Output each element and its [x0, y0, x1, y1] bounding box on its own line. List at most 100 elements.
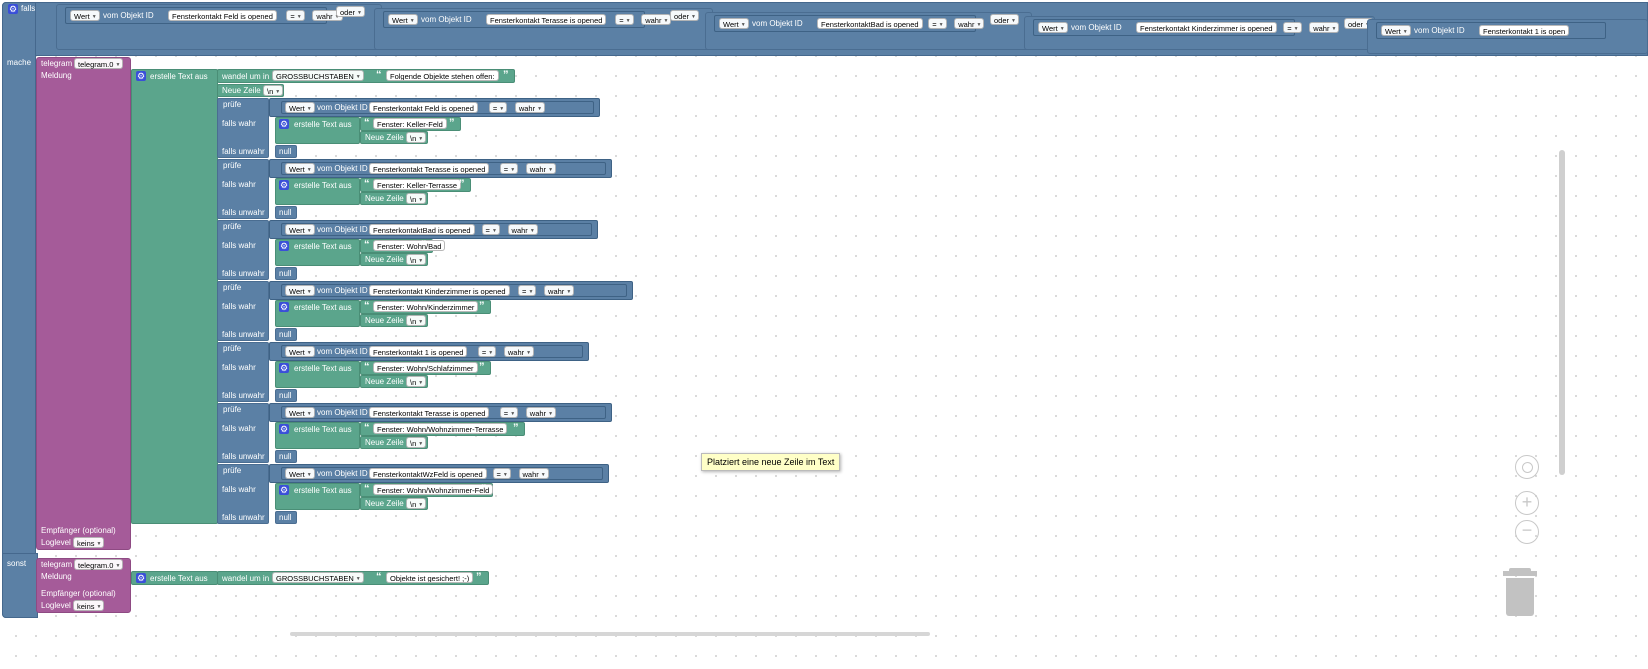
loglevel-dropdown[interactable]: keins▼: [73, 600, 105, 611]
null-block[interactable]: [275, 328, 297, 341]
newline-dropdown[interactable]: \n▼: [406, 193, 427, 204]
newline-dropdown[interactable]: \n▼: [406, 254, 427, 265]
operator-dropdown[interactable]: =▼: [499, 407, 519, 418]
text-field[interactable]: Folgende Objekte stehen offen:: [386, 70, 499, 81]
object-id-field[interactable]: Fensterkontakt Kinderzimmer is opened: [1136, 22, 1277, 33]
center-target-icon[interactable]: [1515, 455, 1539, 479]
bool-dropdown[interactable]: wahr▼: [507, 224, 538, 235]
object-id-field[interactable]: Fensterkontakt Terasse is opened: [369, 407, 490, 418]
bool-dropdown[interactable]: wahr▼: [525, 407, 557, 418]
value-dropdown[interactable]: Wert▼: [285, 285, 315, 296]
ternary-block[interactable]: [217, 342, 269, 402]
text-field[interactable]: Fenster: Wohn/Wohnzimmer-Terrasse: [373, 423, 508, 434]
text-field[interactable]: Fenster: Wohn/Kinderzimmer: [373, 301, 479, 312]
value-dropdown[interactable]: Wert▼: [285, 163, 315, 174]
vertical-scrollbar[interactable]: [1559, 150, 1565, 475]
gear-icon[interactable]: ⚙: [136, 573, 146, 583]
object-id-field[interactable]: FensterkontaktBad is opened: [369, 224, 475, 235]
value-dropdown[interactable]: Wert▼: [388, 14, 418, 25]
null-block[interactable]: [275, 145, 297, 158]
text-field[interactable]: Fenster: Wohn/Wohnzimmer-Feld: [373, 484, 494, 495]
text-join-block[interactable]: [275, 178, 360, 205]
object-id-field[interactable]: FensterkontaktWzFeld is opened: [369, 468, 487, 479]
operator-dropdown[interactable]: =▼: [1283, 22, 1302, 33]
gear-icon[interactable]: ⚙: [279, 424, 289, 434]
or-dropdown[interactable]: oder▼: [990, 14, 1019, 25]
object-id-field[interactable]: Fensterkontakt Feld is opened: [168, 10, 277, 21]
bool-dropdown[interactable]: wahr▼: [641, 14, 672, 25]
operator-dropdown[interactable]: =▼: [286, 10, 305, 21]
object-id-field[interactable]: Fensterkontakt Terasse is opened: [369, 163, 490, 174]
ternary-block[interactable]: [217, 159, 269, 219]
operator-dropdown[interactable]: =▼: [615, 14, 634, 25]
text-join-block[interactable]: [275, 300, 360, 327]
case-dropdown[interactable]: GROSSBUCHSTABEN▼: [272, 70, 364, 81]
operator-dropdown[interactable]: =▼: [477, 346, 497, 357]
text-join-block[interactable]: [275, 422, 360, 449]
value-dropdown[interactable]: Wert▼: [285, 224, 315, 235]
value-dropdown[interactable]: Wert▼: [285, 468, 315, 479]
gear-icon[interactable]: ⚙: [279, 363, 289, 373]
ternary-block[interactable]: [217, 220, 269, 280]
operator-dropdown[interactable]: =▼: [518, 285, 537, 296]
ternary-block[interactable]: [217, 98, 269, 158]
horizontal-scrollbar[interactable]: [290, 632, 930, 636]
value-dropdown[interactable]: Wert▼: [285, 346, 315, 357]
case-dropdown[interactable]: GROSSBUCHSTABEN▼: [272, 572, 364, 583]
newline-dropdown[interactable]: \n▼: [406, 376, 427, 387]
null-block[interactable]: [275, 206, 297, 219]
object-id-field[interactable]: Fensterkontakt 1 is opened: [369, 346, 468, 357]
object-id-field[interactable]: Fensterkontakt Terasse is opened: [486, 14, 607, 25]
object-id-field[interactable]: Fensterkontakt Kinderzimmer is opened: [369, 285, 510, 296]
operator-dropdown[interactable]: =▼: [928, 18, 947, 29]
text-field[interactable]: Fenster: Wohn/Bad: [373, 240, 446, 251]
value-dropdown[interactable]: Wert▼: [719, 18, 749, 29]
gear-icon[interactable]: ⚙: [279, 302, 289, 312]
object-id-field[interactable]: FensterkontaktBad is opened: [817, 18, 923, 29]
telegram-instance-dropdown[interactable]: telegram.0▼: [74, 559, 124, 570]
gear-icon[interactable]: ⚙: [279, 180, 289, 190]
text-join-block[interactable]: [275, 483, 360, 510]
gear-icon[interactable]: ⚙: [279, 119, 289, 129]
zoom-out-icon[interactable]: −: [1515, 520, 1539, 544]
null-block[interactable]: [275, 267, 297, 280]
bool-dropdown[interactable]: wahr▼: [503, 346, 535, 357]
text-join-block[interactable]: [275, 117, 360, 144]
operator-dropdown[interactable]: =▼: [488, 102, 508, 113]
gear-icon[interactable]: ⚙: [279, 241, 289, 251]
gear-icon[interactable]: ⚙: [8, 4, 18, 14]
operator-dropdown[interactable]: =▼: [492, 468, 511, 479]
gear-icon[interactable]: ⚙: [136, 71, 146, 81]
null-block[interactable]: [275, 511, 297, 524]
telegram-instance-dropdown[interactable]: telegram.0▼: [74, 58, 124, 69]
value-dropdown[interactable]: Wert▼: [285, 102, 315, 113]
value-dropdown[interactable]: Wert▼: [285, 407, 315, 418]
telegram-body[interactable]: [36, 57, 131, 550]
text-join-block[interactable]: [275, 361, 360, 388]
newline-dropdown[interactable]: \n▼: [263, 85, 284, 96]
value-dropdown[interactable]: Wert▼: [70, 10, 100, 21]
newline-dropdown[interactable]: \n▼: [406, 315, 427, 326]
bool-dropdown[interactable]: wahr▼: [525, 163, 557, 174]
text-field[interactable]: Objekte ist gesichert! ;-): [386, 572, 474, 583]
or-dropdown[interactable]: oder▼: [336, 6, 365, 17]
value-dropdown[interactable]: Wert▼: [1381, 25, 1411, 36]
text-field[interactable]: Fenster: Wohn/Schlafzimmer: [373, 362, 478, 373]
text-field[interactable]: Fenster: Keller-Feld: [373, 118, 447, 129]
null-block[interactable]: [275, 389, 297, 402]
null-block[interactable]: [275, 450, 297, 463]
object-id-field[interactable]: Fensterkontakt 1 is open: [1479, 25, 1570, 36]
ternary-block[interactable]: [217, 464, 269, 524]
ternary-block[interactable]: [217, 403, 269, 463]
text-join-block[interactable]: [275, 239, 360, 266]
operator-dropdown[interactable]: =▼: [499, 163, 519, 174]
trash-icon[interactable]: [1503, 568, 1537, 616]
newline-dropdown[interactable]: \n▼: [406, 132, 427, 143]
bool-dropdown[interactable]: wahr▼: [518, 468, 549, 479]
value-dropdown[interactable]: Wert▼: [1038, 22, 1068, 33]
object-id-field[interactable]: Fensterkontakt Feld is opened: [369, 102, 478, 113]
text-field[interactable]: Fenster: Keller-Terrasse: [373, 179, 462, 190]
newline-dropdown[interactable]: \n▼: [406, 498, 427, 509]
newline-dropdown[interactable]: \n▼: [406, 437, 427, 448]
operator-dropdown[interactable]: =▼: [481, 224, 500, 235]
